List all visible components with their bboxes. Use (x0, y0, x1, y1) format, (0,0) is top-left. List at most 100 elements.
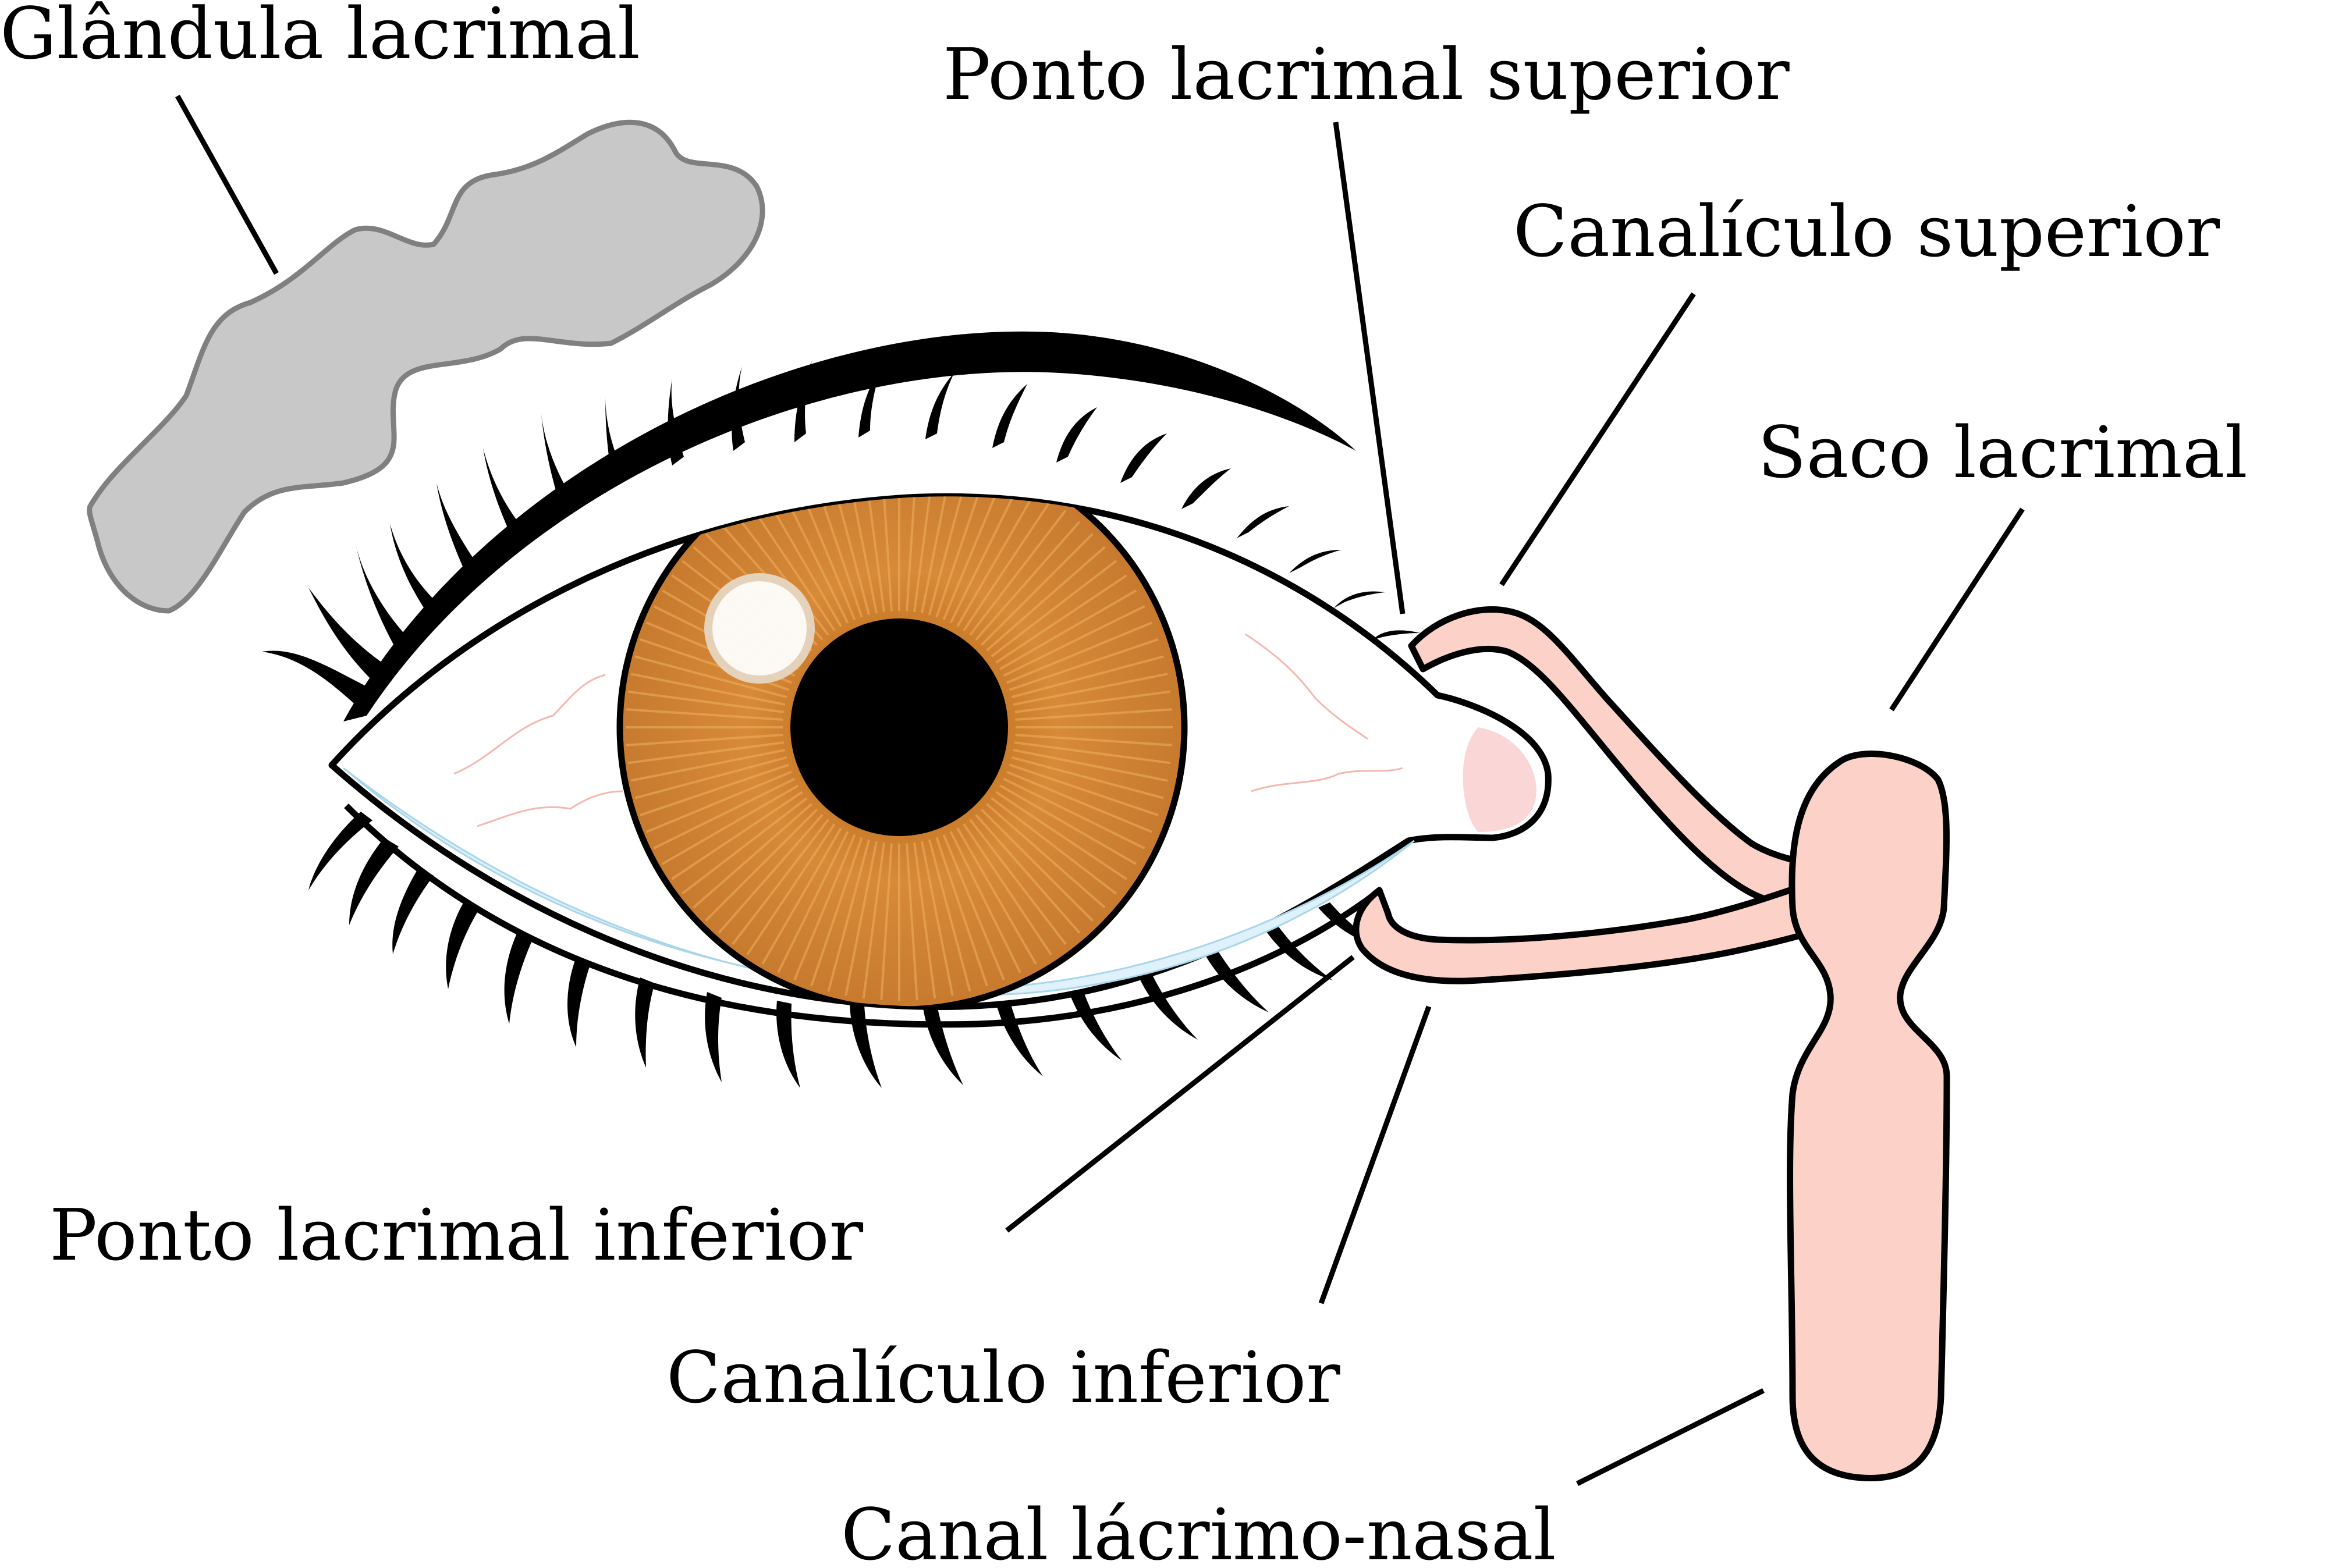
iris-fiber (880, 496, 893, 611)
leader-lacrimal-gland (175, 94, 279, 275)
iris-fiber (880, 843, 893, 1001)
iris-fiber (906, 843, 918, 1001)
iris-fiber (956, 496, 1037, 627)
iris-fiber (1015, 708, 1173, 721)
iris-fiber (986, 546, 1106, 652)
leader-superior-punctum (1333, 122, 1406, 614)
iris-fiber (746, 823, 836, 955)
iris-fiber (969, 819, 1067, 945)
iris-fiber (999, 589, 1137, 670)
iris-fiber (928, 839, 971, 992)
leader-superior-canaliculus (1499, 292, 1696, 586)
lacrimal-drainage-system (1353, 606, 1950, 1481)
iris-fiber (630, 749, 786, 782)
iris-fiber (718, 814, 824, 934)
iris-fiber (980, 533, 1094, 646)
tear-film (343, 767, 1415, 996)
iris-fiber (921, 841, 954, 996)
iris-fiber (935, 837, 988, 987)
iris-fiber (681, 797, 808, 895)
iris-fiber (793, 834, 856, 980)
iris-fiber (1014, 690, 1171, 713)
iris-fiber (777, 831, 849, 973)
upper-eyelashes (262, 361, 1420, 707)
iris-fiber (956, 827, 1037, 965)
iris-fiber (991, 797, 1117, 895)
lower-eyelid (344, 803, 1379, 1028)
leader-inferior-canaliculus (1318, 1005, 1432, 1304)
iris-fiber (1013, 673, 1168, 706)
iris-fiber (1011, 756, 1164, 799)
leader-lacrimal-sac (1889, 507, 2025, 712)
iris-fiber (705, 808, 818, 922)
iris-fiber (913, 496, 936, 612)
iris-fiber (661, 784, 799, 865)
label-lacrimal-gland: Glândula lacrimal (0, 0, 640, 75)
iris-fiber (1014, 741, 1171, 765)
leader-nasolacrimal-duct (1575, 1388, 1765, 1487)
iris-fiber (653, 777, 796, 849)
iris-fiber (627, 741, 784, 765)
pupil (790, 618, 1008, 836)
iris-fiber (928, 496, 971, 616)
iris-fiber (963, 499, 1052, 631)
leader-lines (175, 94, 2025, 1487)
iris-fiber (1003, 777, 1145, 849)
iris-fiber (995, 574, 1127, 664)
labels: Glândula lacrimal Ponto lacrimal superio… (0, 0, 2248, 1568)
iris-fiber (634, 756, 787, 799)
iris-fiber (1015, 734, 1173, 746)
iris-fiber (986, 803, 1106, 909)
iris-fiber (862, 842, 885, 999)
sclera-veins (453, 633, 1403, 827)
iris-fiber (844, 841, 878, 996)
iris-fiber (640, 763, 790, 816)
iris-fiber (646, 770, 792, 833)
iris-fiber (810, 837, 863, 987)
label-nasolacrimal-duct: Canal lácrimo-nasal (841, 1494, 1556, 1568)
iris-fiber (827, 839, 871, 992)
iris-fiber (810, 496, 863, 618)
iris-fiber (630, 673, 786, 706)
iris-fiber (963, 823, 1052, 955)
iris-fiber (913, 842, 936, 999)
iris-fiber (1011, 655, 1164, 699)
lower-eyelashes (308, 812, 1385, 1088)
iris-fiber (906, 496, 918, 611)
iris-fiber (844, 496, 878, 614)
iris-fiber (975, 521, 1081, 641)
corneal-highlight (704, 573, 815, 684)
label-lacrimal-sac: Saco lacrimal (1758, 411, 2248, 494)
label-superior-canaliculus: Canalículo superior (1513, 190, 2220, 273)
iris-fiber (1013, 749, 1168, 782)
iris-fiber (935, 496, 988, 618)
iris-fiber (991, 560, 1117, 657)
iris-fiber (1006, 621, 1152, 684)
iris-fiber (862, 496, 885, 612)
iris-fiber (1006, 770, 1152, 833)
iris-fiber (949, 496, 1021, 624)
label-inferior-canaliculus: Canalículo inferior (666, 1336, 1340, 1419)
iris-fiber (1009, 763, 1159, 816)
iris-fibers (626, 496, 1173, 1001)
upper-eyelid (343, 331, 1356, 721)
iris-fiber (671, 791, 803, 880)
leader-inferior-punctum (1005, 955, 1355, 1233)
iris-fiber (693, 803, 812, 909)
iris-fiber (980, 808, 1094, 922)
iris-fiber (942, 496, 1005, 620)
iris-fiber (827, 496, 871, 616)
caruncle (1463, 727, 1536, 832)
iris-fiber (969, 509, 1067, 636)
iris-fiber (995, 791, 1127, 880)
lacrimal-gland-shape (87, 119, 765, 614)
iris-fiber (732, 819, 829, 945)
iris-fiber (761, 827, 842, 965)
iris-fiber (634, 655, 787, 699)
iris-fiber (921, 496, 954, 614)
iris-fiber (746, 499, 836, 631)
iris-fiber (627, 690, 784, 713)
label-superior-punctum: Ponto lacrimal superior (943, 33, 1790, 116)
iris-fiber (1003, 605, 1145, 677)
